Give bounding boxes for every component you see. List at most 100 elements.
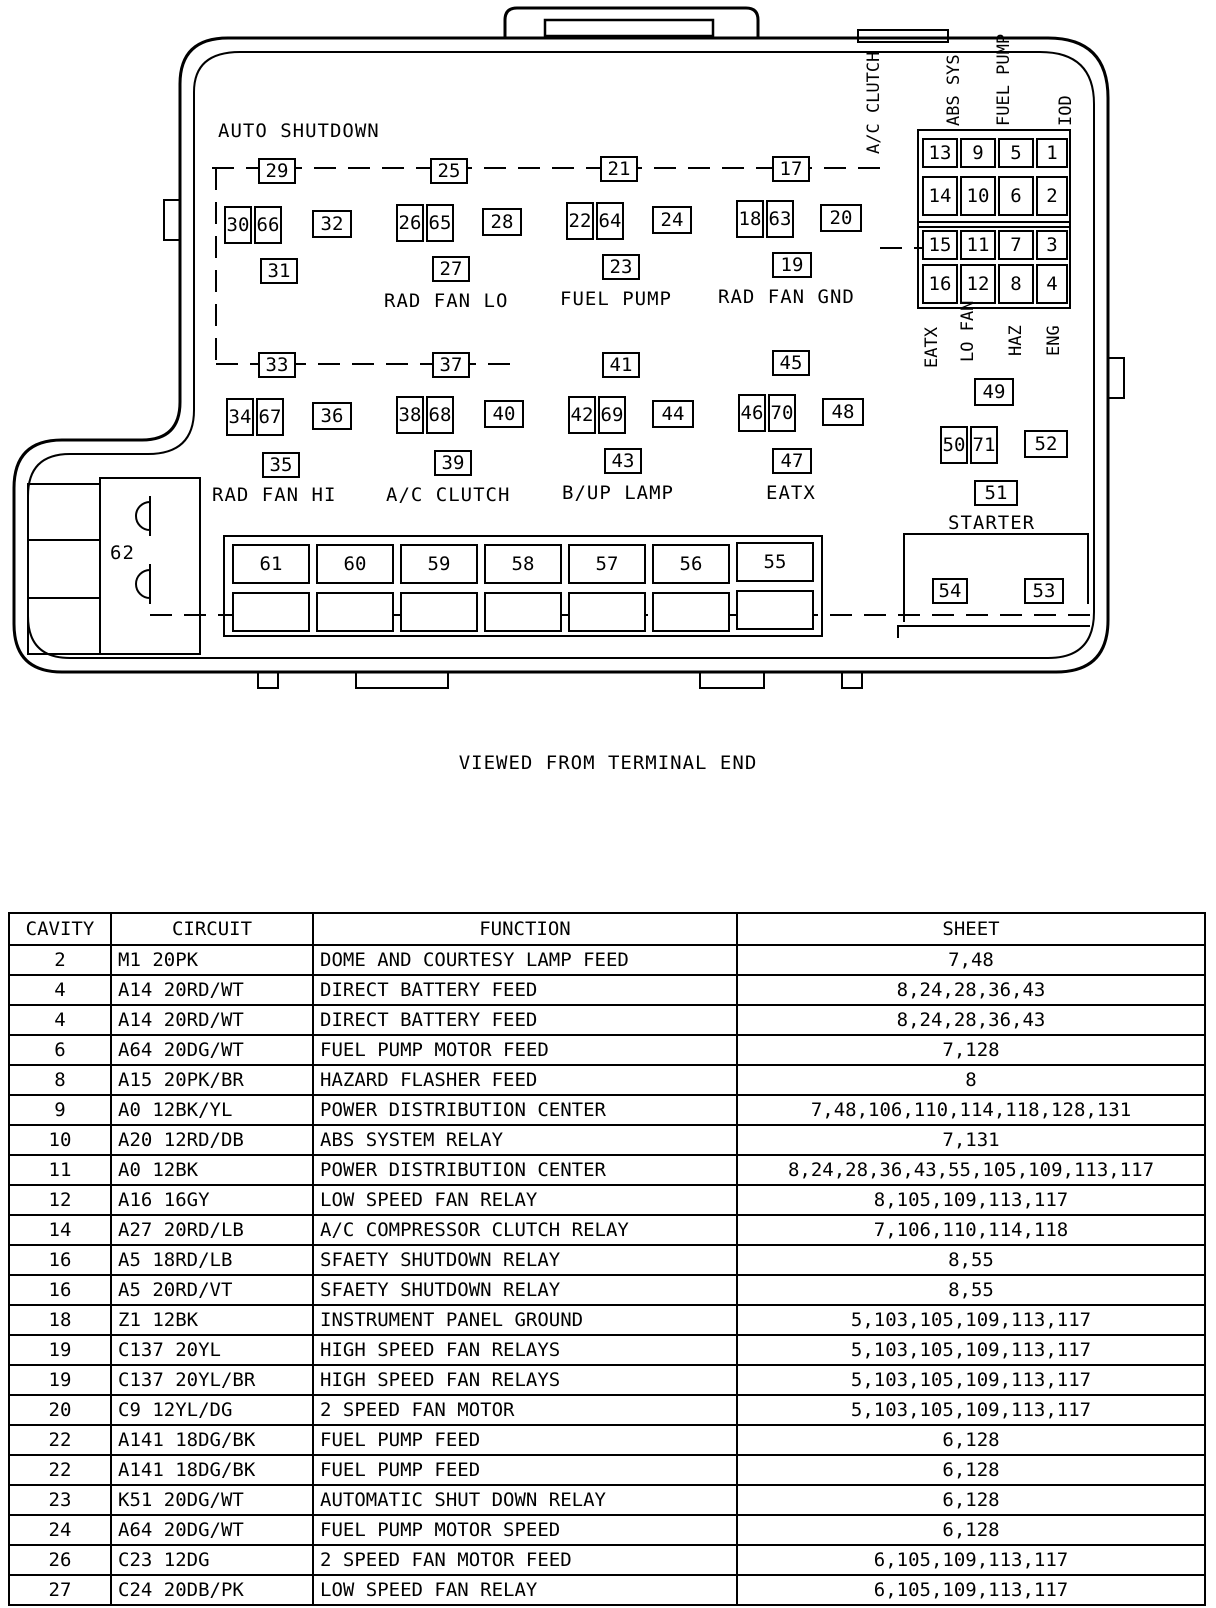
cavity-44: 44 <box>652 400 694 428</box>
cell-sheet: 6,128 <box>736 1424 1206 1456</box>
cell-circuit: A64 20DG/WT <box>110 1034 314 1066</box>
cell-sheet: 6,128 <box>736 1454 1206 1486</box>
cavity-52: 52 <box>1024 430 1068 458</box>
cell-circuit: A5 18RD/LB <box>110 1244 314 1276</box>
cell-circuit: K51 20DG/WT <box>110 1484 314 1516</box>
fuse-box-outline <box>12 6 1125 689</box>
label-top-abs-sys: ABS SYS <box>944 54 964 126</box>
cell-circuit: A14 20RD/WT <box>110 974 314 1006</box>
cell-sheet: 7,128 <box>736 1034 1206 1066</box>
cavity-33: 33 <box>258 352 296 378</box>
cavity-48: 48 <box>822 398 864 426</box>
cell-circuit: A15 20PK/BR <box>110 1064 314 1096</box>
cell-circuit: A0 12BK <box>110 1154 314 1186</box>
cell-sheet: 8,24,28,36,43 <box>736 974 1206 1006</box>
cavity-43: 43 <box>604 448 642 474</box>
cavity-17: 17 <box>772 156 810 182</box>
cavity-10: 10 <box>960 176 996 216</box>
label-starter: STARTER <box>948 512 1036 534</box>
cavity-18: 18 <box>736 200 764 238</box>
cavity-7: 7 <box>998 230 1034 260</box>
cavity-26: 26 <box>396 204 424 242</box>
cavity-21: 21 <box>600 156 638 182</box>
cavity-45: 45 <box>772 350 810 376</box>
cell-circuit: M1 20PK <box>110 944 314 976</box>
cavity-27: 27 <box>432 256 470 282</box>
cell-cavity: 16 <box>8 1274 112 1306</box>
cell-circuit: C23 12DG <box>110 1544 314 1576</box>
cell-function: POWER DISTRIBUTION CENTER <box>312 1154 738 1186</box>
cavity-60: 60 <box>316 544 394 584</box>
cavity-29: 29 <box>258 158 296 184</box>
cell-cavity: 12 <box>8 1184 112 1216</box>
cell-cavity: 16 <box>8 1244 112 1276</box>
cell-cavity: 9 <box>8 1094 112 1126</box>
cavity-23: 23 <box>602 254 640 280</box>
cell-sheet: 6,128 <box>736 1514 1206 1546</box>
cavity-4: 4 <box>1036 264 1068 304</box>
label-top-fuel-pump: FUEL PUMP <box>994 33 1014 126</box>
header-cavity: CAVITY <box>8 912 112 946</box>
cell-circuit: A20 12RD/DB <box>110 1124 314 1156</box>
cell-cavity: 6 <box>8 1034 112 1066</box>
cavity-6: 6 <box>998 176 1034 216</box>
label-bottom-haz: HAZ <box>1006 325 1026 356</box>
cavity-38: 38 <box>396 396 424 434</box>
label-eatx: EATX <box>766 482 816 504</box>
cell-function: HIGH SPEED FAN RELAYS <box>312 1334 738 1366</box>
cavity-8: 8 <box>998 264 1034 304</box>
cell-function: A/C COMPRESSOR CLUTCH RELAY <box>312 1214 738 1246</box>
cell-sheet: 8,55 <box>736 1274 1206 1306</box>
cell-sheet: 8,24,28,36,43 <box>736 1004 1206 1036</box>
cell-circuit: C137 20YL <box>110 1334 314 1366</box>
cell-sheet: 5,103,105,109,113,117 <box>736 1394 1206 1426</box>
header-circuit: CIRCUIT <box>110 912 314 946</box>
cavity-68: 68 <box>426 396 454 434</box>
cell-cavity: 22 <box>8 1424 112 1456</box>
cell-function: INSTRUMENT PANEL GROUND <box>312 1304 738 1336</box>
cavity-59: 59 <box>400 544 478 584</box>
cell-cavity: 2 <box>8 944 112 976</box>
cell-cavity: 24 <box>8 1514 112 1546</box>
label-bottom-eatx: EATX <box>922 327 942 368</box>
cell-sheet: 7,131 <box>736 1124 1206 1156</box>
cell-function: DIRECT BATTERY FEED <box>312 974 738 1006</box>
cell-cavity: 27 <box>8 1574 112 1606</box>
cell-function: FUEL PUMP FEED <box>312 1454 738 1486</box>
cavity-25: 25 <box>430 158 468 184</box>
cell-cavity: 19 <box>8 1364 112 1396</box>
cavity-58: 58 <box>484 544 562 584</box>
cell-cavity: 4 <box>8 1004 112 1036</box>
cavity-16: 16 <box>922 264 958 304</box>
cell-circuit: A27 20RD/LB <box>110 1214 314 1246</box>
cavity-54: 54 <box>932 578 968 604</box>
cavity-34: 34 <box>226 398 254 436</box>
cavity-63: 63 <box>766 200 794 238</box>
cavity-49: 49 <box>974 378 1014 406</box>
cavity-14: 14 <box>922 176 958 216</box>
cavity-55: 55 <box>736 542 814 582</box>
cavity-61: 61 <box>232 544 310 584</box>
cell-sheet: 7,48 <box>736 944 1206 976</box>
label-rad-fan-gnd: RAD FAN GND <box>718 286 855 308</box>
cavity-5: 5 <box>998 138 1034 168</box>
cell-function: 2 SPEED FAN MOTOR FEED <box>312 1544 738 1576</box>
cell-function: FUEL PUMP MOTOR SPEED <box>312 1514 738 1546</box>
cavity-2: 2 <box>1036 176 1068 216</box>
cavity-22: 22 <box>566 202 594 240</box>
cavity-46: 46 <box>738 394 766 432</box>
cavity-53: 53 <box>1024 578 1064 604</box>
label-ac-clutch: A/C CLUTCH <box>386 484 511 506</box>
cavity-50: 50 <box>940 426 968 464</box>
cavity-12: 12 <box>960 264 996 304</box>
cell-circuit: A16 16GY <box>110 1184 314 1216</box>
